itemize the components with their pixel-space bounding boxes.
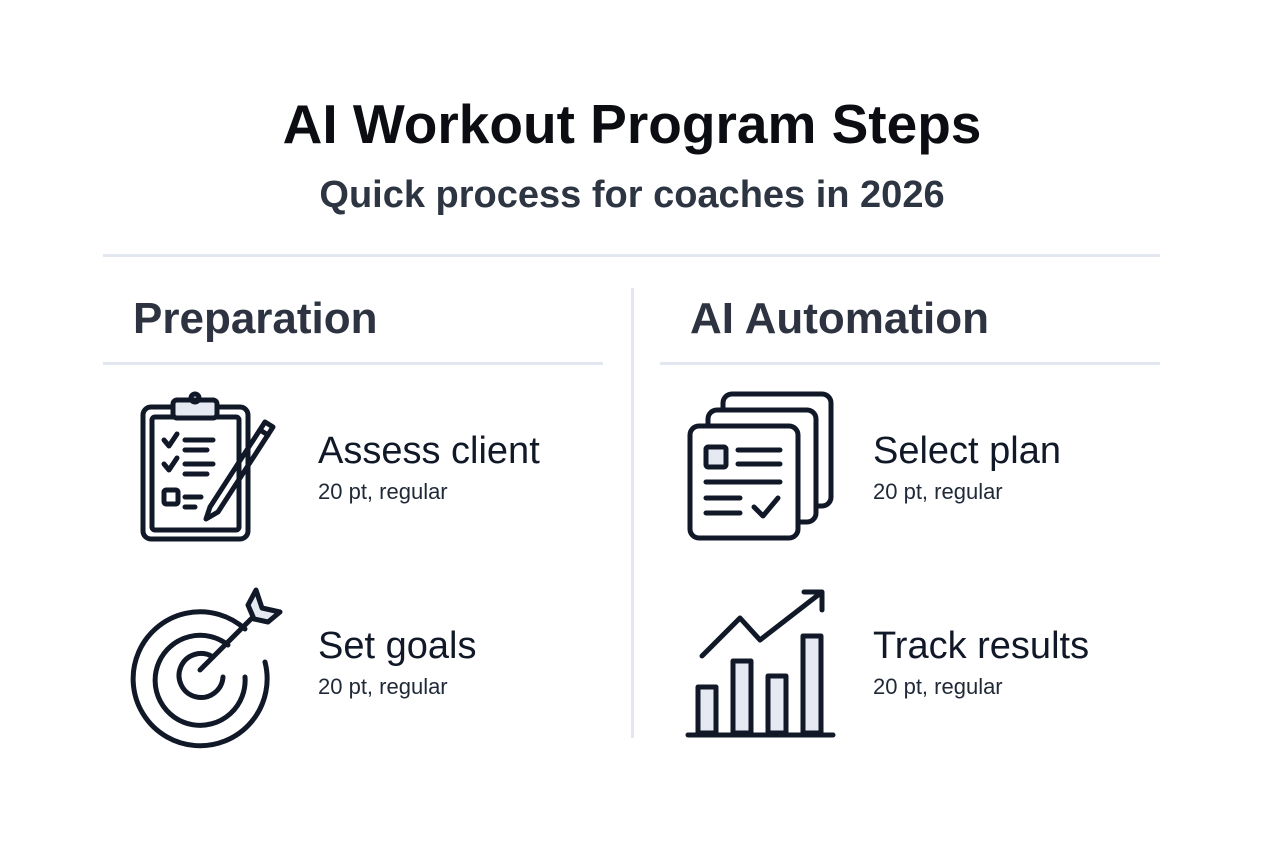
step-label: Track results (873, 625, 1090, 667)
header-divider (103, 254, 1160, 257)
step-label: Assess client (318, 430, 540, 472)
step-label: Select plan (873, 430, 1062, 472)
step-note: 20 pt, regular (318, 674, 448, 699)
step-note: 20 pt, regular (318, 479, 448, 504)
target-arrow-icon (130, 587, 283, 749)
step-note: 20 pt, regular (873, 674, 1003, 699)
step-label: Set goals (318, 625, 477, 667)
step-set-goals: Set goals 20 pt, regular (318, 625, 476, 700)
page-title: AI Workout Program Steps (282, 93, 982, 155)
step-note: 20 pt, regular (873, 479, 1003, 504)
page-subtitle: Quick process for coaches in 2026 (319, 174, 945, 216)
clipboard-checklist-icon (140, 391, 276, 542)
column-divider (631, 288, 634, 738)
step-select-plan: Select plan 20 pt, regular (873, 430, 1061, 505)
section-heading-ai-automation: AI Automation (690, 294, 989, 343)
step-assess-client: Assess client 20 pt, regular (318, 430, 540, 505)
section-divider (660, 362, 1160, 365)
section-divider (103, 362, 603, 365)
step-track-results: Track results 20 pt, regular (873, 625, 1089, 700)
bar-chart-trend-icon (685, 589, 836, 738)
stacked-documents-icon (687, 391, 834, 541)
section-heading-preparation: Preparation (133, 294, 378, 343)
